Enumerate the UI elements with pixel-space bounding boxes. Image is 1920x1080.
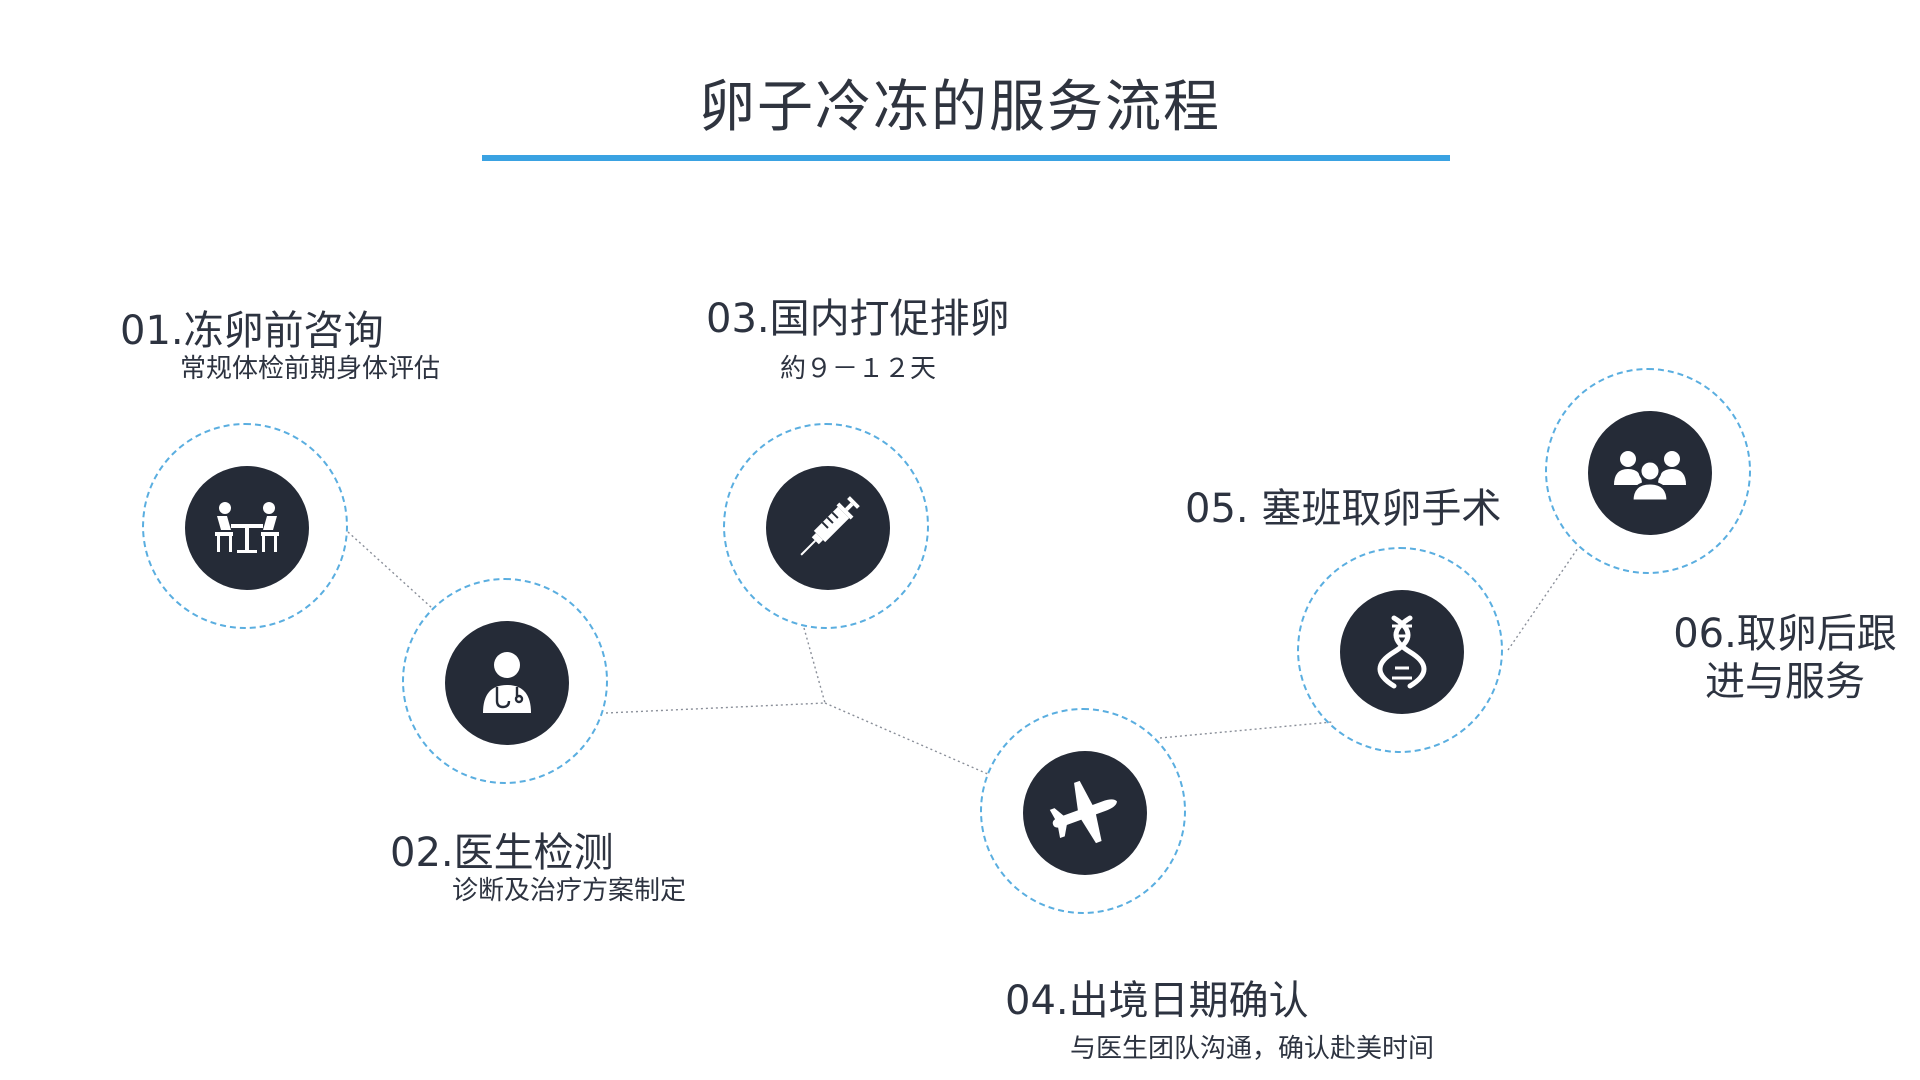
consultation-icon xyxy=(215,502,279,553)
step-03-desc: 約９－１２天 xyxy=(780,354,937,384)
connector-02-junction xyxy=(605,702,826,714)
step-03-disc xyxy=(766,466,890,590)
step-06-node xyxy=(1545,368,1751,574)
step-03-node xyxy=(723,423,929,629)
step-02-desc: 诊断及治疗方案制定 xyxy=(452,876,687,906)
step-03-title: 03.国内打促排卵 xyxy=(706,296,1010,342)
step-05-disc xyxy=(1340,590,1464,714)
connector-01-02 xyxy=(347,531,433,609)
title-underline xyxy=(482,155,1450,161)
step-04-node xyxy=(980,708,1186,914)
page-title: 卵子冷冻的服务流程 xyxy=(699,75,1221,140)
step-06-disc xyxy=(1588,411,1712,535)
step-02-disc xyxy=(445,621,569,745)
connector-04-05 xyxy=(1159,721,1333,739)
group-icon xyxy=(1614,451,1686,503)
airplane-icon xyxy=(1049,780,1117,844)
step-06-title: 06.取卵后跟进与服务 xyxy=(1673,611,1897,705)
step-05-node xyxy=(1297,547,1503,753)
step-04-title: 04.出境日期确认 xyxy=(1005,978,1309,1024)
syringe-icon xyxy=(800,496,860,556)
step-02-node xyxy=(402,578,608,784)
step-05-title: 05. 塞班取卵手术 xyxy=(1185,486,1502,532)
dna-icon xyxy=(1377,615,1427,689)
connector-junction-04 xyxy=(824,702,991,776)
step-01-title: 01.冻卵前咨询 xyxy=(120,308,384,354)
connector-03-junction xyxy=(803,627,826,704)
step-02-title: 02.医生检测 xyxy=(390,830,614,876)
step-01-desc: 常规体检前期身体评估 xyxy=(180,354,441,384)
step-04-disc xyxy=(1023,751,1147,875)
doctor-icon xyxy=(483,652,531,713)
step-04-desc: 与医生团队沟通，确认赴美时间 xyxy=(1070,1034,1435,1064)
connector-05-06 xyxy=(1507,547,1579,651)
step-01-disc xyxy=(185,466,309,590)
step-01-node xyxy=(142,423,348,629)
